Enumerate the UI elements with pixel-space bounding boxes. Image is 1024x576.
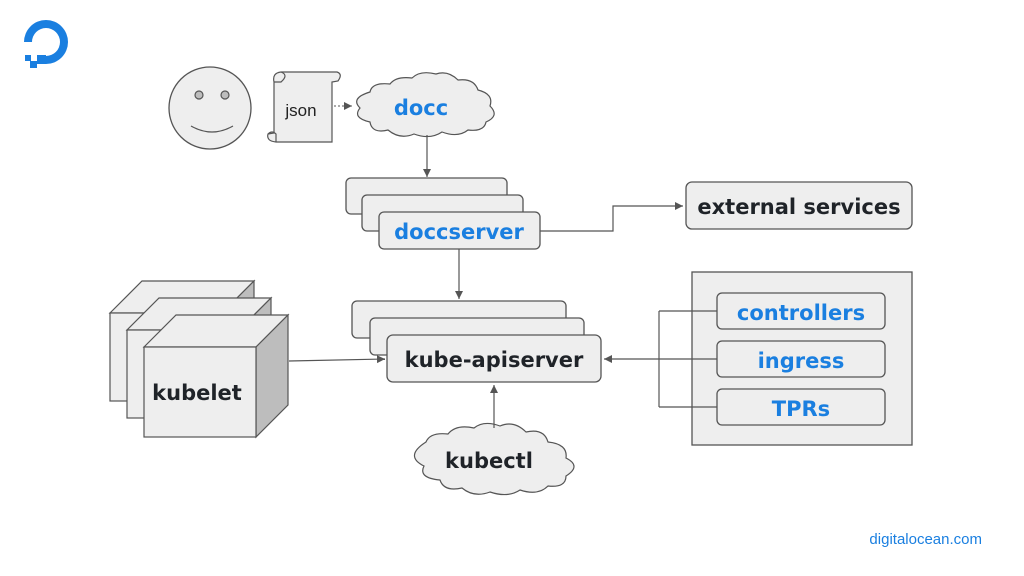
- doccserver-to-external-edge: [540, 202, 683, 232]
- controllers-to-apiserver-edge: [604, 310, 717, 408]
- ingress-label: ingress: [758, 349, 845, 373]
- kubelet-stack: kubelet: [108, 279, 290, 439]
- json-label: json: [284, 101, 316, 120]
- kubelet-to-apiserver-edge: [288, 355, 386, 364]
- kube-apiserver-stack: kube-apiserver: [351, 300, 602, 383]
- external-services-node: external services: [685, 181, 913, 230]
- controllers-label: controllers: [737, 301, 865, 325]
- kubelet-label: kubelet: [152, 381, 242, 405]
- footer-url[interactable]: digitalocean.com: [869, 531, 982, 548]
- tprs-node: TPRs: [716, 388, 886, 426]
- json-document: json: [267, 71, 341, 143]
- tprs-label: TPRs: [772, 397, 830, 421]
- kube-apiserver-label: kube-apiserver: [405, 348, 584, 372]
- doccserver-label: doccserver: [394, 220, 524, 244]
- controllers-group: controllers ingress TPRs: [691, 271, 913, 446]
- smiley-face-icon: [168, 66, 252, 150]
- cloud-icon: [413, 422, 575, 496]
- cloud-icon: [356, 72, 495, 138]
- controllers-node: controllers: [716, 292, 886, 330]
- kubelet-box: [142, 313, 290, 439]
- ingress-node: ingress: [716, 340, 886, 378]
- external-services-label: external services: [697, 195, 900, 219]
- docc-label: docc: [394, 96, 448, 120]
- digitalocean-logo-icon: [24, 20, 68, 68]
- kubectl-label: kubectl: [445, 449, 533, 473]
- scroll-document-icon: [267, 71, 341, 143]
- doccserver-stack: doccserver: [345, 177, 541, 250]
- docc-cloud: docc: [356, 72, 495, 138]
- kubectl-cloud: kubectl: [413, 422, 575, 496]
- kube-apiserver-box: [386, 334, 602, 383]
